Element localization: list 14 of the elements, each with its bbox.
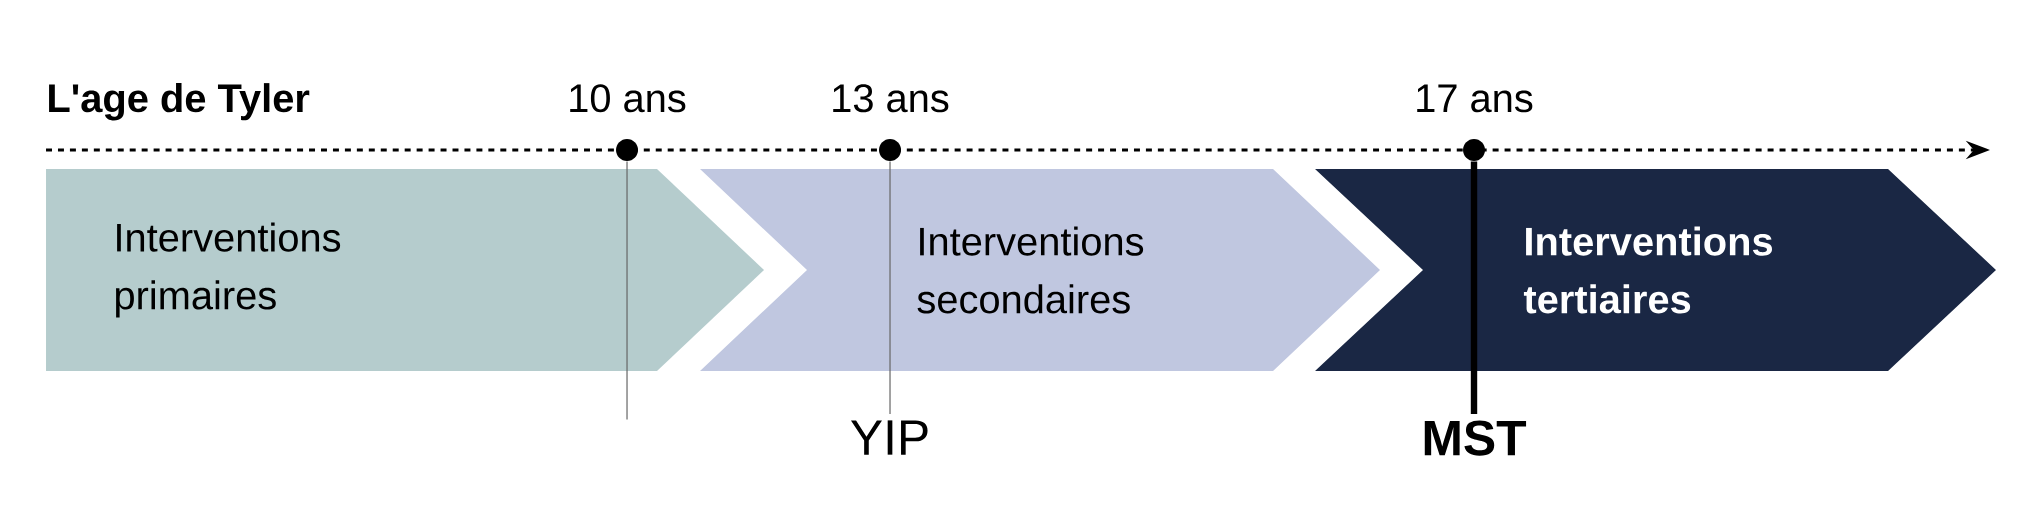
age-label: 17 ans <box>1417 84 1533 113</box>
timeline-dot <box>1463 139 1485 161</box>
program-label: MST <box>1424 420 1527 456</box>
leader-line <box>889 160 891 415</box>
chevron-band: Interventions tertiaires <box>1315 169 1996 371</box>
axis-title: L'age de Tyler <box>49 83 310 121</box>
timeline-dot <box>616 139 638 161</box>
age-label: 10 ans <box>570 84 686 113</box>
age-label: 13 ans <box>833 84 949 113</box>
chevron-band: Interventions secondaires <box>700 169 1380 371</box>
chevron-band: Interventions primaires <box>46 169 764 371</box>
program-label: YIP <box>850 420 928 455</box>
leader-line <box>626 160 628 420</box>
timeline-dot <box>879 139 901 161</box>
